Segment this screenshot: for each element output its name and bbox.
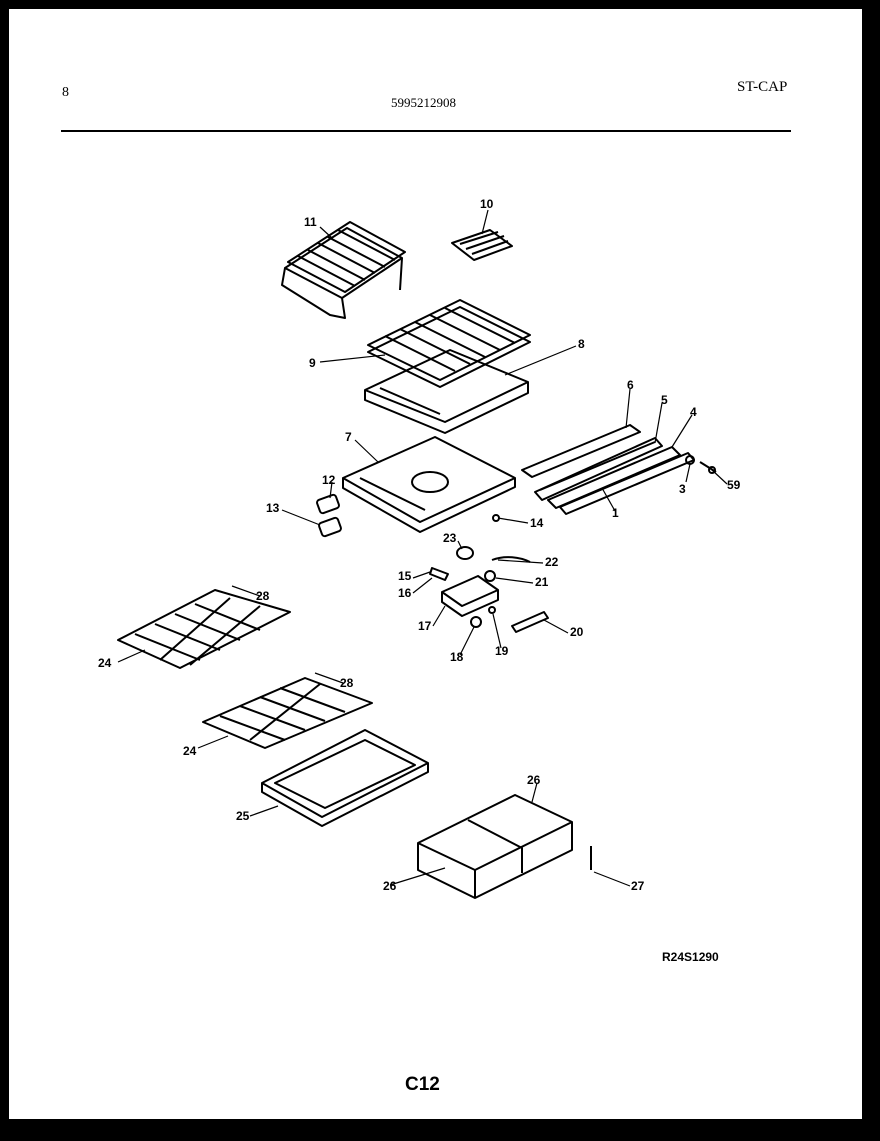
callout-18: 18 [450,650,464,664]
callout-3: 3 [679,482,686,496]
callout-24-lower: 24 [183,744,197,758]
callout-16: 16 [398,586,412,600]
callout-8: 8 [578,337,585,351]
part-crisper-drawers-26 [417,794,573,899]
callout-28-lower: 28 [340,676,354,690]
part-wire-shelf-24-upper [117,589,291,669]
callout-6: 6 [627,378,634,392]
callout-59: 59 [727,478,741,492]
part-socket-21 [484,570,496,582]
part-rails [521,424,695,515]
part-glass-shelf-25 [261,729,429,827]
callout-5: 5 [661,393,668,407]
part-wire-shelf-24-lower [202,677,373,749]
callout-17: 17 [418,619,432,633]
part-clip-59 [699,461,717,474]
page-code: C12 [405,1074,440,1095]
diagram-sheet: 8 5995212908 ST-CAP [9,9,862,1119]
callout-22: 22 [545,555,559,569]
part-control-box-17 [441,575,499,617]
part-wire-frame-11 [281,221,406,319]
callout-14: 14 [530,516,544,530]
callout-11: 11 [304,215,317,229]
part-bracket-12 [316,493,340,515]
callout-28-upper: 28 [256,589,270,603]
part-grille-10 [451,229,513,261]
callout-21: 21 [535,575,549,589]
callout-7: 7 [345,430,352,444]
callout-13: 13 [266,501,280,515]
header-page-number: 8 [62,85,69,100]
callout-4: 4 [690,405,697,419]
header-section-code: ST-CAP [737,79,788,95]
part-bracket-13 [318,516,342,538]
callout-9: 9 [309,356,316,370]
part-pan-8 [364,349,529,434]
callout-15: 15 [398,569,412,583]
header-model-number: 5995212908 [391,95,456,110]
part-wire-shelf-9 [367,299,531,388]
part-bulb-15 [429,567,449,581]
callout-26-upper: 26 [527,773,541,787]
callout-27: 27 [631,879,645,893]
callout-24-upper: 24 [98,656,112,670]
part-knob-23 [456,546,474,560]
callout-1: 1 [612,506,619,520]
part-bar-20 [511,611,549,633]
header-rule [61,130,791,132]
part-shelf-frame-7 [342,436,516,533]
callout-19: 19 [495,644,509,658]
part-washer-18 [470,616,482,628]
callout-23: 23 [443,531,457,545]
exploded-parts-diagram: 11 10 9 8 7 6 5 4 3 59 1 12 13 14 23 22 … [98,197,741,899]
callout-12: 12 [322,473,336,487]
drawing-code: R24S1290 [662,950,719,964]
callout-10: 10 [480,197,494,211]
callout-25: 25 [236,809,250,823]
part-screw-19 [488,606,496,614]
part-wire-22 [491,556,531,563]
callout-20: 20 [570,625,584,639]
callout-26-lower: 26 [383,879,397,893]
